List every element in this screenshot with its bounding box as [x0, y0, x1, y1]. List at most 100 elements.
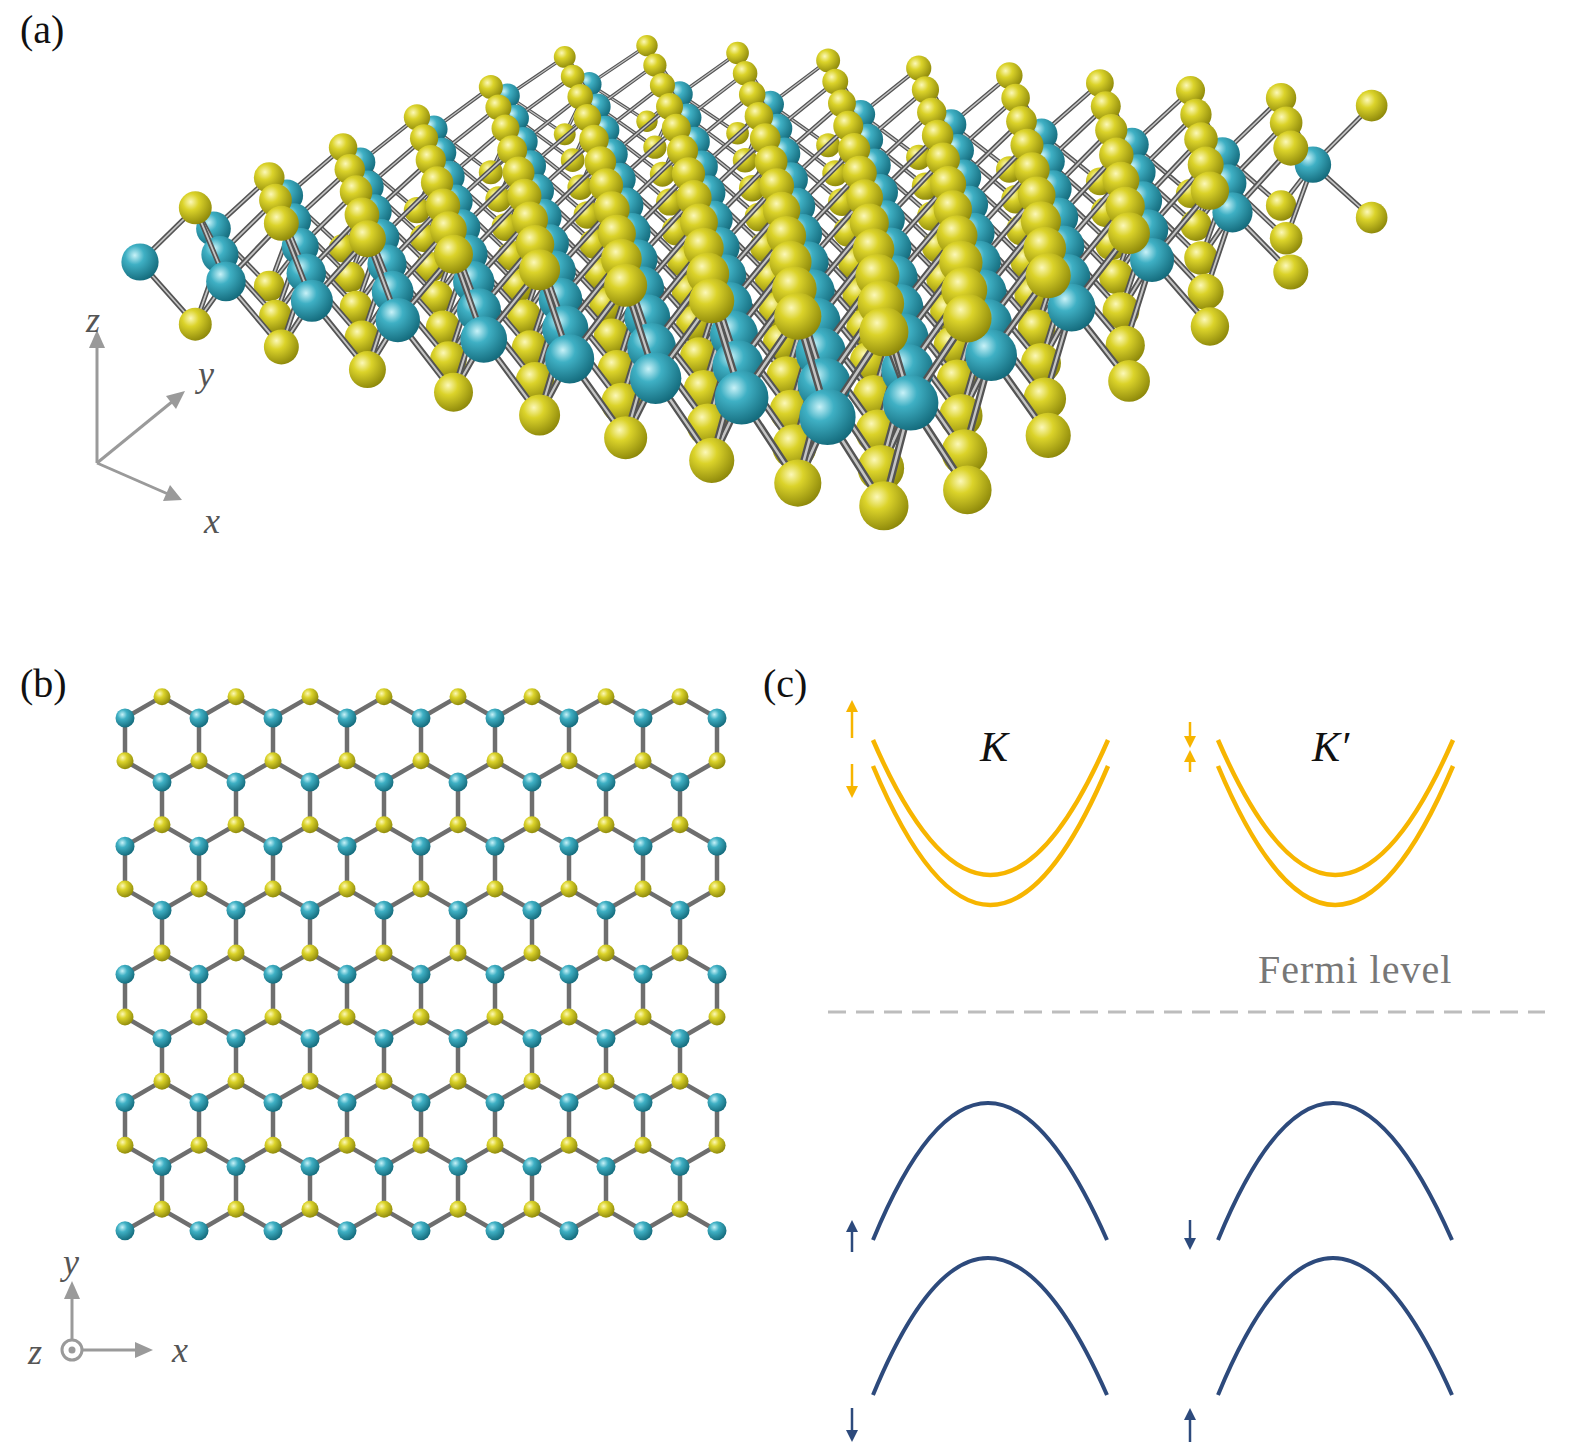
metal-atom: [560, 1093, 579, 1112]
metal-atom: [523, 1157, 542, 1176]
chalcogen-atom: [376, 688, 393, 705]
axis-line: [96, 345, 99, 463]
chalcogen-atom: [228, 1073, 245, 1090]
chalcogen-atom: [434, 373, 473, 412]
chalcogen-atom: [228, 1201, 245, 1218]
chalcogen-atom: [524, 944, 541, 961]
metal-atom: [634, 965, 653, 984]
metal-atom: [560, 837, 579, 856]
chalcogen-atom: [117, 752, 134, 769]
metal-atom: [634, 837, 653, 856]
spin-arrow-head: [846, 1220, 858, 1232]
metal-atom: [153, 1157, 172, 1176]
metal-atom: [375, 1157, 394, 1176]
chalcogen-atom: [1191, 171, 1229, 209]
metal-atom: [227, 773, 246, 792]
metal-atom: [376, 298, 420, 342]
axis-head: [166, 391, 185, 409]
chalcogen-atom: [154, 1201, 171, 1218]
chalcogen-atom: [434, 235, 473, 274]
metal-atom: [116, 1221, 135, 1240]
chalcogen-atom: [709, 752, 726, 769]
metal-atom: [190, 709, 209, 728]
chalcogen-atom: [943, 466, 992, 515]
metal-atom: [523, 1029, 542, 1048]
metal-atom: [708, 709, 727, 728]
chalcogen-atom: [650, 162, 675, 187]
chalcogen-atom: [1026, 413, 1071, 458]
metal-atom: [449, 901, 468, 920]
chalcogen-atom: [561, 752, 578, 769]
chalcogen-atom: [1108, 212, 1150, 254]
chalcogen-atom: [265, 752, 282, 769]
chalcogen-atom: [859, 307, 908, 356]
metal-atom: [116, 837, 135, 856]
chalcogen-atom: [339, 1009, 356, 1026]
chalcogen-atom: [339, 1137, 356, 1154]
chalcogen-atom: [859, 481, 908, 530]
metal-atom: [412, 1221, 431, 1240]
chalcogen-atom: [709, 1137, 726, 1154]
chalcogen-atom: [349, 351, 386, 388]
metal-atom: [190, 965, 209, 984]
axis-head: [64, 1281, 80, 1299]
valence-band: [873, 1258, 1107, 1395]
metal-atom: [486, 1093, 505, 1112]
metal-atom: [560, 965, 579, 984]
metal-atom: [597, 1157, 616, 1176]
metal-atom: [116, 1093, 135, 1112]
chalcogen-atom: [635, 1137, 652, 1154]
metal-atom: [449, 773, 468, 792]
chalcogen-atom: [598, 816, 615, 833]
metal-atom: [597, 773, 616, 792]
chalcogen-atom: [598, 688, 615, 705]
chalcogen-atom: [524, 816, 541, 833]
chalcogen-atom: [672, 816, 689, 833]
chalcogen-atom: [561, 880, 578, 897]
chalcogen-atom: [413, 1009, 430, 1026]
metal-atom: [523, 773, 542, 792]
metal-atom: [412, 837, 431, 856]
metal-atom: [460, 316, 507, 363]
metal-atom: [375, 773, 394, 792]
metal-atom: [671, 773, 690, 792]
chalcogen-atom: [709, 880, 726, 897]
metal-atom: [560, 1221, 579, 1240]
metal-atom: [486, 965, 505, 984]
spin-arrow: [1189, 1417, 1192, 1442]
conduction-band: [1218, 766, 1453, 905]
metal-atom: [190, 1221, 209, 1240]
chalcogen-atom: [450, 1201, 467, 1218]
chalcogen-atom: [154, 816, 171, 833]
chalcogen-atom: [1273, 131, 1308, 166]
spin-arrow: [851, 764, 854, 789]
chalcogen-atom: [561, 1009, 578, 1026]
chalcogen-atom: [487, 1137, 504, 1154]
chalcogen-atom: [191, 752, 208, 769]
metal-atom: [597, 1029, 616, 1048]
chalcogen-atom: [228, 944, 245, 961]
chalcogen-atom: [524, 1073, 541, 1090]
metal-atom: [523, 901, 542, 920]
chalcogen-atom: [689, 278, 734, 323]
metal-atom: [264, 965, 283, 984]
chalcogen-atom: [1273, 255, 1308, 290]
axis-label: z: [28, 1334, 42, 1370]
chalcogen-atom: [519, 394, 560, 435]
metal-atom: [264, 709, 283, 728]
chalcogen-atom: [487, 880, 504, 897]
chalcogen-atom: [943, 294, 992, 343]
axis-line: [97, 401, 173, 463]
metal-atom: [301, 1157, 320, 1176]
metal-atom: [708, 837, 727, 856]
chalcogen-atom: [672, 1073, 689, 1090]
chalcogen-atom: [524, 688, 541, 705]
chalcogen-atom: [302, 944, 319, 961]
metal-atom: [799, 389, 855, 445]
chalcogen-atom: [264, 206, 299, 241]
metal-atom: [338, 837, 357, 856]
metal-atom: [449, 1157, 468, 1176]
axis-line: [71, 1296, 74, 1340]
metal-atom: [338, 1221, 357, 1240]
